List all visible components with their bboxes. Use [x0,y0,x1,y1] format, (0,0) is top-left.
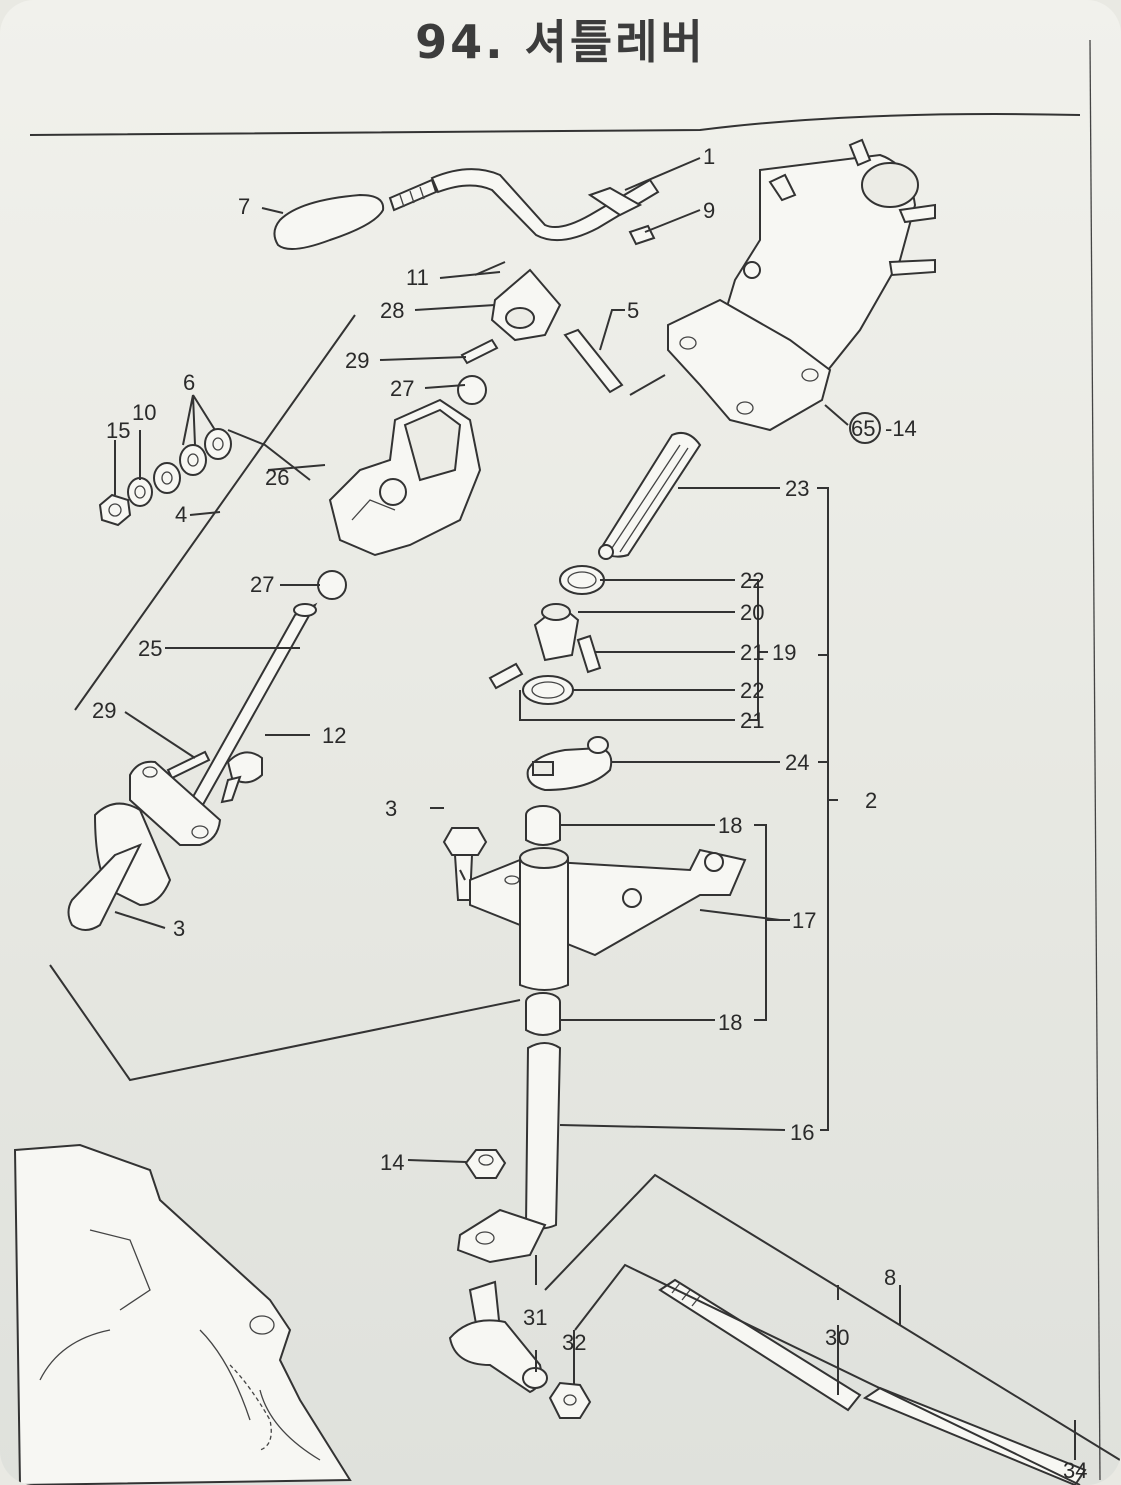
callout-14-housing: -14 [885,416,917,441]
callout-19: 19 [772,640,796,665]
callout-23: 23 [785,476,809,501]
callout-3-shaft: 3 [173,916,185,941]
callout-8: 8 [884,1265,896,1290]
support-plate-17 [469,847,747,991]
spline-shaft-23 [598,432,702,560]
vertical-shaft-16 [456,1042,562,1264]
lever-arm-plate [129,760,222,846]
callout-1: 1 [703,144,715,169]
washer-6 [153,428,232,494]
universal-joint-20 [533,603,580,662]
pin-29b [166,750,211,780]
callout-30: 30 [825,1325,849,1350]
callout-17: 17 [792,908,816,933]
header-rule [29,113,1081,136]
callout-24: 24 [785,750,809,775]
callout-22a: 22 [740,568,764,593]
leader-lines [114,157,1076,1460]
callout-28: 28 [380,298,404,323]
lever-rod [430,168,660,246]
nut-14 [464,1149,507,1179]
callout-11: 11 [406,265,429,290]
pivot-block [474,261,562,342]
callout-27a: 27 [390,376,414,401]
nut-15 [98,493,132,527]
callout-25: 25 [138,636,162,661]
bracket-assembly [317,375,487,600]
callout-18b: 18 [718,1010,742,1035]
callout-32: 32 [562,1330,586,1355]
retaining-ring-22b [522,675,574,705]
callout-26: 26 [265,465,289,490]
callout-22b: 22 [740,678,764,703]
callout-14: 14 [380,1150,404,1175]
page-title: 94. 셔틀레버 [415,15,706,69]
ball-joint-31 [448,1280,548,1394]
shuttle-lever-handle [273,178,438,250]
callout-16: 16 [790,1120,814,1145]
callout-29b: 29 [92,698,116,723]
screw-12 [220,751,263,804]
bracket-frame-8 [544,1173,1121,1485]
callout-9: 9 [703,198,715,223]
pin-29a [460,338,499,365]
callout-5: 5 [627,298,639,323]
pin-21b [488,662,524,690]
cam-24 [526,736,613,792]
callout-27b: 27 [250,572,274,597]
washer-10 [127,477,153,507]
retaining-ring-22a [559,565,605,595]
callout-29a: 29 [345,348,369,373]
callout-2: 2 [865,788,877,813]
shaft-3-left [67,802,172,931]
callout-34: 34 [1063,1458,1087,1483]
callout-3-bolt: 3 [385,796,397,821]
bushing-18a [525,805,561,846]
callout-12: 12 [322,723,346,748]
callout-18a: 18 [718,813,742,838]
shuttle-housing [667,138,936,432]
callout-65: 65 [851,416,875,441]
pin-5 [563,328,624,394]
callout-15: 15 [106,418,130,443]
callout-31: 31 [523,1305,547,1330]
page-edge [1089,39,1101,1481]
callout-6: 6 [183,370,195,395]
threaded-rod-30 [658,1278,1087,1485]
nut-32 [548,1381,592,1419]
shaft-25 [177,602,318,823]
callout-4: 4 [175,502,187,527]
bushing-18b [525,992,561,1036]
main-group-bracket [629,374,666,396]
callout-7: 7 [238,194,250,219]
callout-65-circled: 65 [849,412,881,444]
callout-21b: 21 [740,708,764,733]
base-housing [13,1143,352,1485]
callout-21a: 21 [740,640,764,665]
callout-20: 20 [740,600,764,625]
callout-10: 10 [132,400,156,425]
pin-21a [576,634,602,674]
